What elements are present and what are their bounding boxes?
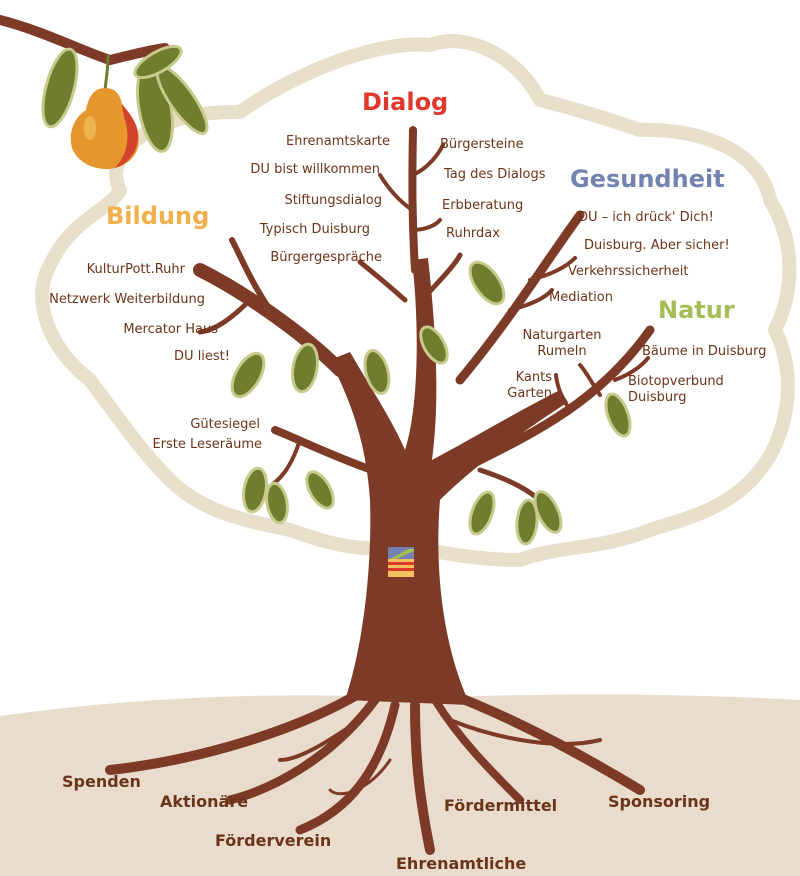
dialog-item: Stiftungsdialog — [284, 193, 382, 208]
dialog-item: Tag des Dialogs — [444, 167, 546, 182]
root-label: Sponsoring — [608, 792, 711, 811]
natur-item: Bäume in Duisburg — [642, 344, 766, 360]
gesundheit-item: Duisburg. Aber sicher! — [584, 238, 730, 253]
bildung-item: Netzwerk Weiterbildung — [49, 292, 205, 307]
natur-item: Naturgarten Rumeln — [514, 328, 610, 361]
gesundheit-item: Mediation — [549, 290, 613, 305]
root-label: Ehrenamtliche — [396, 854, 527, 873]
gesundheit-item: Verkehrssicherheit — [568, 264, 689, 279]
root-label: Förderverein — [215, 831, 332, 850]
dialog-item: Bürgersteine — [440, 137, 524, 152]
gesundheit-item: DU – ich drück' Dich! — [578, 210, 714, 225]
emblem-icon — [388, 547, 414, 577]
roots — [105, 685, 645, 855]
bildung-item: Mercator Haus — [123, 322, 218, 337]
natur-item: Kants Garten — [490, 370, 552, 403]
leaves — [41, 44, 632, 546]
root-label: Spenden — [62, 772, 141, 791]
dialog-item: Erbberatung — [442, 198, 524, 213]
natur-item-line: Garten — [507, 386, 552, 402]
root-label: Aktionäre — [160, 792, 249, 811]
natur-item-line: Rumeln — [537, 344, 587, 360]
natur-item-line: Biotopverbund — [628, 374, 724, 389]
dialog-item: Bürgergespräche — [270, 250, 382, 265]
bildung-item: DU liest! — [174, 349, 230, 364]
bildung-item: KulturPott.Ruhr — [86, 262, 185, 277]
root-label: Fördermittel — [444, 796, 558, 815]
natur-item-line: Duisburg — [628, 390, 687, 406]
bildung-lower-item: Erste Leseräume — [152, 437, 262, 452]
natur-item: Biotopverbund Duisburg — [628, 374, 724, 407]
natur-item-line: Naturgarten — [522, 328, 602, 343]
bildung-lower-item: Gütesiegel — [190, 417, 260, 432]
dialog-item: Ehrenamtskarte — [286, 134, 390, 149]
natur-item-line: Bäume in Duisburg — [642, 344, 767, 359]
dialog-item: Typisch Duisburg — [259, 222, 370, 237]
category-bildung-title: Bildung — [106, 202, 210, 230]
dialog-item: Ruhrdax — [446, 226, 500, 241]
category-dialog-title: Dialog — [362, 88, 449, 116]
natur-item-line: Kants — [515, 370, 552, 385]
dialog-item: DU bist willkommen — [250, 162, 380, 177]
trunk — [330, 258, 568, 705]
pear-icon — [70, 54, 139, 170]
crown-outline — [35, 34, 797, 567]
category-gesundheit-title: Gesundheit — [570, 165, 725, 193]
category-natur-title: Natur — [658, 296, 735, 324]
